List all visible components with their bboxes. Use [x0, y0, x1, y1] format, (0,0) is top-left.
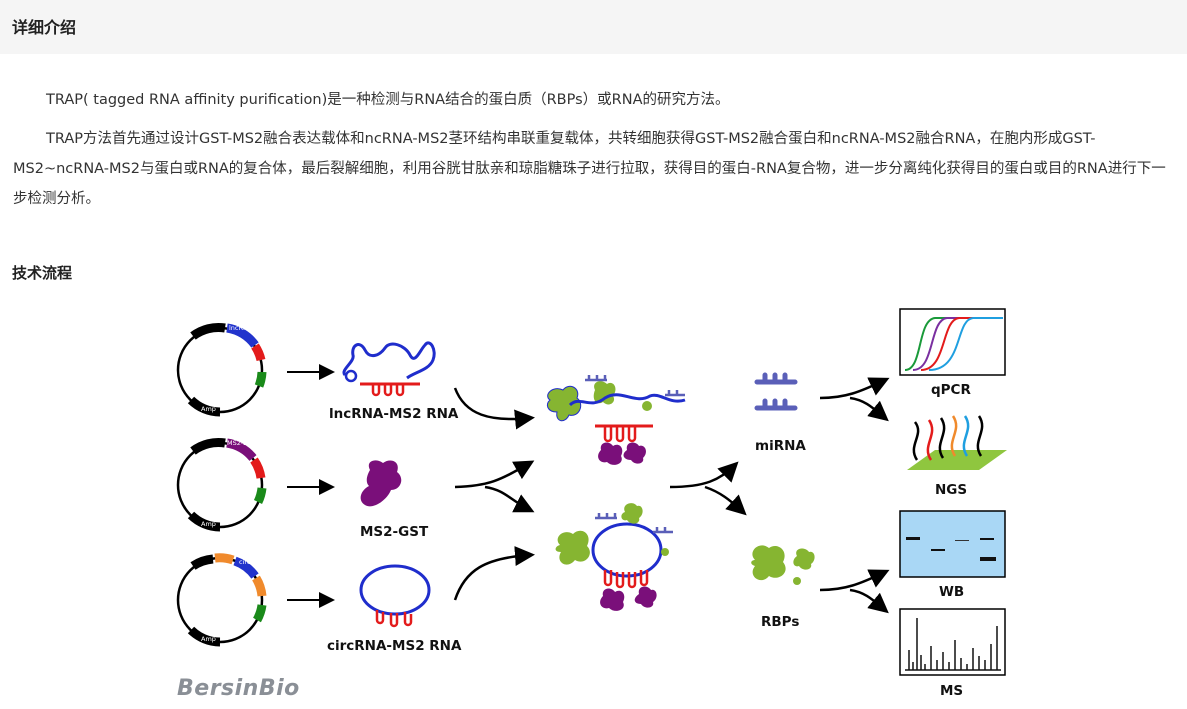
plasmid-circrna: circRNA Amp [176, 553, 267, 647]
plasmid-lncrna-label: lncRNA [229, 324, 253, 332]
arrow-to-mirna [669, 461, 739, 489]
arrow-gst-to-complex-lower [484, 485, 535, 513]
ngs-panel: NGS [907, 415, 1007, 498]
label-qpcr: qPCR [931, 382, 971, 398]
label-ngs: NGS [935, 482, 967, 498]
qpcr-panel: qPCR [899, 308, 1006, 398]
plasmid-amp-label-1: Amp [201, 405, 216, 413]
complex-lncrna [546, 375, 686, 465]
section-header: 详细介绍 [0, 0, 1187, 54]
arrow-circrna-to-complex [453, 546, 535, 601]
intro-paragraph-2: TRAP方法首先通过设计GST-MS2融合表达载体和ncRNA-MS2茎环结构串… [13, 131, 1166, 207]
plasmid-ms2bp-label: MS2-BP [227, 439, 251, 447]
workflow-title: 技术流程 [12, 264, 73, 282]
arrow-to-wb [819, 569, 890, 592]
wb-panel: WB [899, 510, 1006, 600]
label-rbps: RBPs [761, 614, 799, 630]
arrow-to-rbps [704, 485, 747, 516]
arrow-to-qpcr [819, 377, 890, 400]
label-mirna: miRNA [755, 438, 806, 454]
arrow-to-ngs [849, 396, 889, 422]
complex-circrna [555, 503, 673, 611]
label-ms: MS [940, 683, 963, 699]
ms2-gst-protein: MS2-GST [360, 460, 429, 540]
label-ms2-gst: MS2-GST [360, 524, 429, 540]
trap-workflow-diagram: lncRNA Amp lncRNA-MS2 RNA MS2-BP Amp MS2… [176, 308, 1007, 701]
ms-panel: MS [899, 608, 1006, 699]
plasmid-ms2bp: MS2-BP Amp [176, 438, 267, 532]
arrow-to-ms [849, 588, 889, 614]
label-wb: WB [939, 584, 964, 600]
plasmid-amp-label-2: Amp [201, 520, 216, 528]
section-title: 详细介绍 [12, 18, 77, 37]
rbps-icon: RBPs [751, 545, 815, 630]
arrow-lncrna-to-complex [453, 387, 535, 430]
circrna-ms2-structure: circRNA-MS2 RNA [327, 564, 462, 654]
label-lncrna-ms2-rna: lncRNA-MS2 RNA [329, 406, 459, 422]
plasmid-amp-label-3: Amp [201, 635, 216, 643]
logo-text: BersinBio [177, 676, 300, 701]
label-circrna-ms2-rna: circRNA-MS2 RNA [327, 638, 462, 654]
mirna-icon: miRNA [754, 372, 806, 454]
intro-paragraph-1: TRAP( tagged RNA affinity purification)是… [46, 92, 730, 108]
bersinbio-logo: BersinBio [177, 676, 300, 701]
lncrna-ms2-structure: lncRNA-MS2 RNA [329, 341, 459, 422]
plasmid-circrna-label: circRNA [239, 558, 265, 566]
arrow-gst-to-complex-upper [454, 460, 535, 489]
plasmid-lncrna: lncRNA Amp [176, 323, 267, 417]
